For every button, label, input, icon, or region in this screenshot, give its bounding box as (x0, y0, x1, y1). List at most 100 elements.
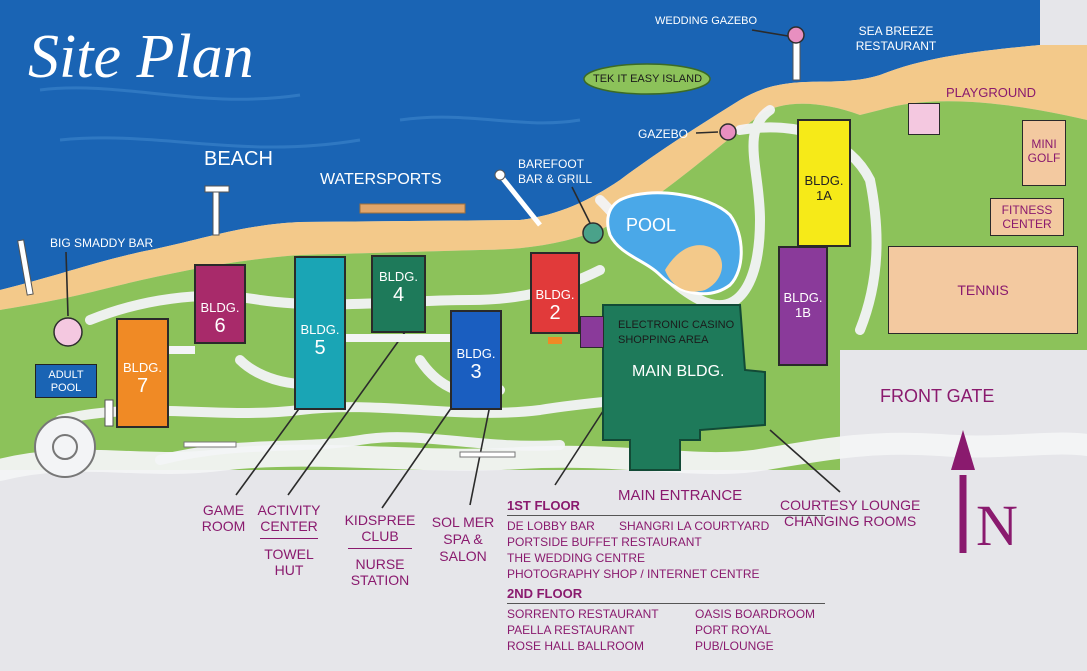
tek-it-easy-label: TEK IT EASY ISLAND (592, 73, 703, 85)
building-3-label: BLDG. (456, 346, 496, 361)
map-title: Site Plan (28, 23, 254, 91)
game-room-line-2: ROOM (201, 518, 246, 534)
floor-rule-first (507, 515, 825, 516)
directory-entry: SHANGRI LA COURTYARD (619, 519, 770, 533)
mini-golf-line-1: MINI (1031, 137, 1057, 151)
floor-heading-first: 1ST FLOOR (507, 498, 580, 513)
directory-entry: OASIS BOARDROOM (695, 607, 816, 621)
building-5-number: 5 (314, 337, 326, 359)
directory-row: DE LOBBY BAR SHANGRI LA COURTYARD (507, 518, 837, 534)
building-2-label: BLDG. (535, 287, 575, 302)
towel-hut-label: TOWEL HUT (255, 546, 323, 578)
directory-entry: THE WEDDING CENTRE (507, 551, 645, 565)
directory-entry: ROSE HALL BALLROOM (507, 639, 644, 653)
directory-row: THE WEDDING CENTRE (507, 550, 837, 566)
game-room-label: GAME ROOM (196, 502, 251, 534)
sol-mer-spa-label: SOL MER SPA & SALON (428, 514, 498, 565)
building-3[interactable]: BLDG. 3 (450, 310, 502, 410)
adult-pool-line-2: POOL (50, 382, 82, 394)
fitness-line-2: CENTER (1002, 217, 1052, 231)
building-4[interactable]: BLDG. 4 (371, 255, 426, 333)
building-1a-number: 1A (816, 188, 832, 203)
directory-entry: PORTSIDE BUFFET RESTAURANT (507, 535, 702, 549)
kidspree-divider (348, 548, 412, 549)
solmer-line-1: SOL MER (431, 514, 495, 530)
directory-row: PHOTOGRAPHY SHOP / INTERNET CENTRE (507, 566, 837, 582)
directory-row: PAELLA RESTAURANT PORT ROYAL PUB/LOUNGE (507, 622, 837, 653)
building-1b-number: 1B (795, 305, 811, 320)
towel-line-1: TOWEL (264, 546, 314, 562)
mini-golf-line-2: GOLF (1027, 151, 1061, 165)
floor-heading-second: 2ND FLOOR (507, 586, 583, 601)
building-2[interactable]: BLDG. 2 (530, 252, 580, 334)
building-3-number: 3 (470, 361, 482, 383)
barefoot-label: BAREFOOT BAR & GRILL (518, 157, 592, 187)
directory-row: PORTSIDE BUFFET RESTAURANT (507, 534, 837, 550)
directory-entry: DE LOBBY BAR (507, 519, 595, 533)
courtesy-line-1: COURTESY LOUNGE (780, 497, 921, 513)
building-1a-label: BLDG. (804, 173, 844, 188)
pool-label: POOL (626, 215, 677, 235)
nurse-line-2: STATION (350, 572, 410, 588)
playground-box[interactable] (908, 103, 940, 135)
building-6[interactable]: BLDG. 6 (194, 264, 246, 344)
main-bldg-label: MAIN BLDG. (632, 363, 725, 380)
big-smaddy-bar-label: BIG SMADDY BAR (50, 236, 154, 250)
directory-entry: PORT ROYAL PUB/LOUNGE (695, 623, 774, 653)
north-label: N (976, 493, 1018, 558)
sea-breeze-line-1: SEA BREEZE (858, 24, 934, 38)
building-1b[interactable]: BLDG. 1B (778, 246, 828, 366)
solmer-line-2: SPA & (443, 531, 483, 547)
directory-entry: PAELLA RESTAURANT (507, 623, 635, 637)
activity-divider (260, 538, 318, 539)
adult-pool-box[interactable]: ADULT POOL (35, 364, 97, 398)
building-7-label: BLDG. (122, 360, 162, 375)
activity-line-2: CENTER (260, 518, 318, 534)
building-5[interactable]: BLDG. 5 (294, 256, 346, 410)
gazebo-label: GAZEBO (638, 127, 689, 141)
tennis-courts[interactable]: TENNIS (888, 246, 1078, 334)
wedding-gazebo-label: WEDDING GAZEBO (655, 15, 758, 27)
electronic-casino-line-2: SHOPPING AREA (618, 334, 709, 346)
building-4-label: BLDG. (378, 269, 418, 284)
building-1a[interactable]: BLDG. 1A (797, 119, 851, 247)
directory-row: SORRENTO RESTAURANT OASIS BOARDROOM (507, 606, 837, 622)
building-2-number: 2 (549, 302, 561, 324)
courtesy-line-2: CHANGING ROOMS (784, 513, 917, 529)
beach-label: BEACH (204, 148, 273, 170)
main-building-directory: 1ST FLOOR DE LOBBY BAR SHANGRI LA COURTYAR… (507, 498, 837, 654)
playground-label: PLAYGROUND (946, 85, 1037, 100)
kidspree-club-label: KIDSPREE CLUB (340, 512, 420, 544)
floor-rule-second (507, 603, 825, 604)
building-6-number: 6 (214, 315, 226, 337)
kidspree-line-2: CLUB (361, 528, 399, 544)
building-5-label: BLDG. (300, 322, 340, 337)
electronic-casino-label: ELECTRONIC CASINO SHOPPING AREA (618, 318, 734, 348)
mini-golf-box[interactable]: MINI GOLF (1022, 120, 1066, 186)
sea-breeze-line-2: RESTAURANT (855, 39, 937, 53)
game-room-line-1: GAME (202, 502, 245, 518)
barefoot-line-2: BAR & GRILL (518, 172, 593, 186)
directory-entry: SORRENTO RESTAURANT (507, 607, 659, 621)
fitness-center-box[interactable]: FITNESS CENTER (990, 198, 1064, 236)
building-7[interactable]: BLDG. 7 (116, 318, 169, 428)
activity-center-label: ACTIVITY CENTER (255, 502, 323, 534)
electronic-casino-block[interactable] (580, 316, 604, 348)
main-building-footprint (602, 304, 766, 471)
watersports-label: WATERSPORTS (320, 171, 442, 188)
barefoot-line-1: BAREFOOT (518, 157, 585, 171)
nurse-line-1: NURSE (355, 556, 405, 572)
building-4-number: 4 (392, 284, 405, 306)
nurse-station-label: NURSE STATION (340, 556, 420, 588)
solmer-line-3: SALON (439, 548, 487, 564)
building-6-label: BLDG. (200, 300, 240, 315)
directory-entry: PHOTOGRAPHY SHOP / INTERNET CENTRE (507, 567, 760, 581)
electronic-casino-line-1: ELECTRONIC CASINO (618, 319, 735, 331)
courtesy-lounge-label: COURTESY LOUNGE CHANGING ROOMS (780, 497, 920, 529)
directory-row: ROSE HALL BALLROOM (507, 638, 837, 654)
building-1b-label: BLDG. (783, 290, 823, 305)
building-7-number: 7 (136, 375, 149, 397)
activity-line-1: ACTIVITY (257, 502, 321, 518)
